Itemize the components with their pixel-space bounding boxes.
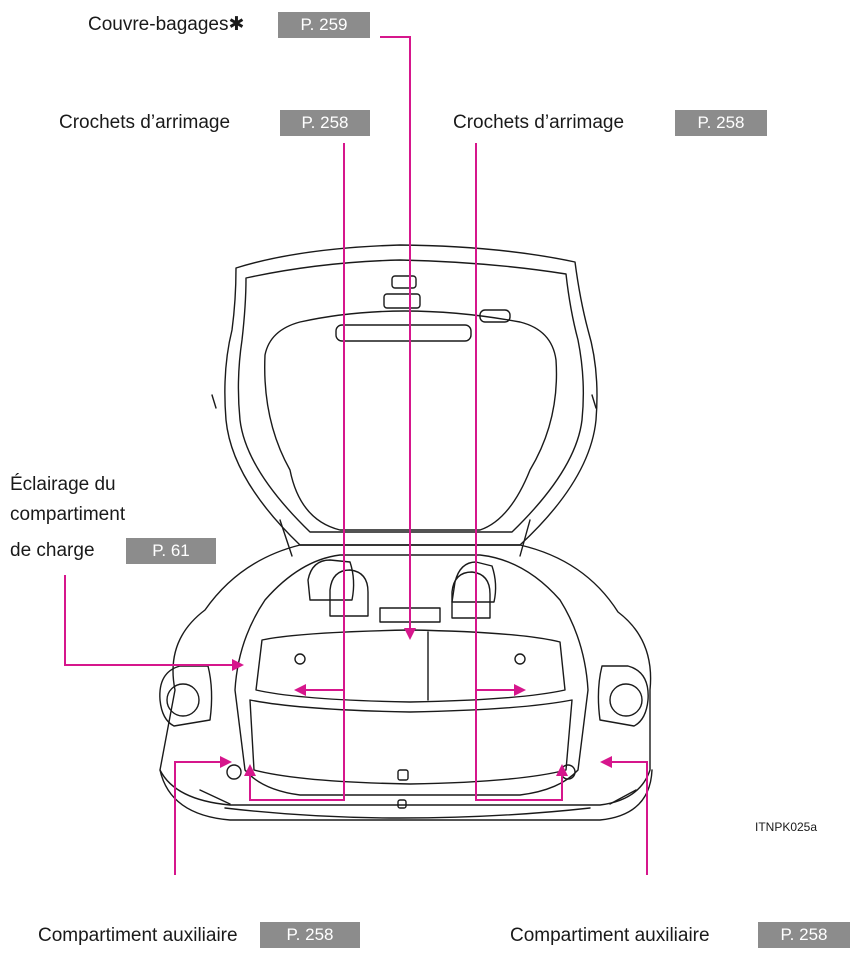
leader-arrowheads: [220, 628, 612, 776]
image-code: ITNPK025a: [755, 820, 818, 834]
light-label-line2: compartiment: [10, 504, 126, 525]
hooks-left-label: Crochets d’arrimage: [59, 112, 231, 133]
cover-page-ref[interactable]: P. 259: [278, 12, 370, 38]
aux-right-label: Compartiment auxiliaire: [510, 925, 710, 946]
light-label-line3: de charge: [10, 540, 95, 561]
light-page-ref[interactable]: P. 61: [126, 538, 216, 564]
aux-right-page-ref[interactable]: P. 258: [758, 922, 850, 948]
cover-label: Couvre-bagages✱: [88, 14, 245, 35]
hooks-left-page-ref[interactable]: P. 258: [280, 110, 370, 136]
hooks-right-label: Crochets d’arrimage: [453, 112, 625, 133]
aux-left-label: Compartiment auxiliaire: [38, 925, 238, 946]
hooks-right-page-ref[interactable]: P. 258: [675, 110, 767, 136]
leader-lines: [64, 36, 648, 875]
aux-left-page-ref[interactable]: P. 258: [260, 922, 360, 948]
light-label-line1: Éclairage du: [10, 474, 116, 495]
